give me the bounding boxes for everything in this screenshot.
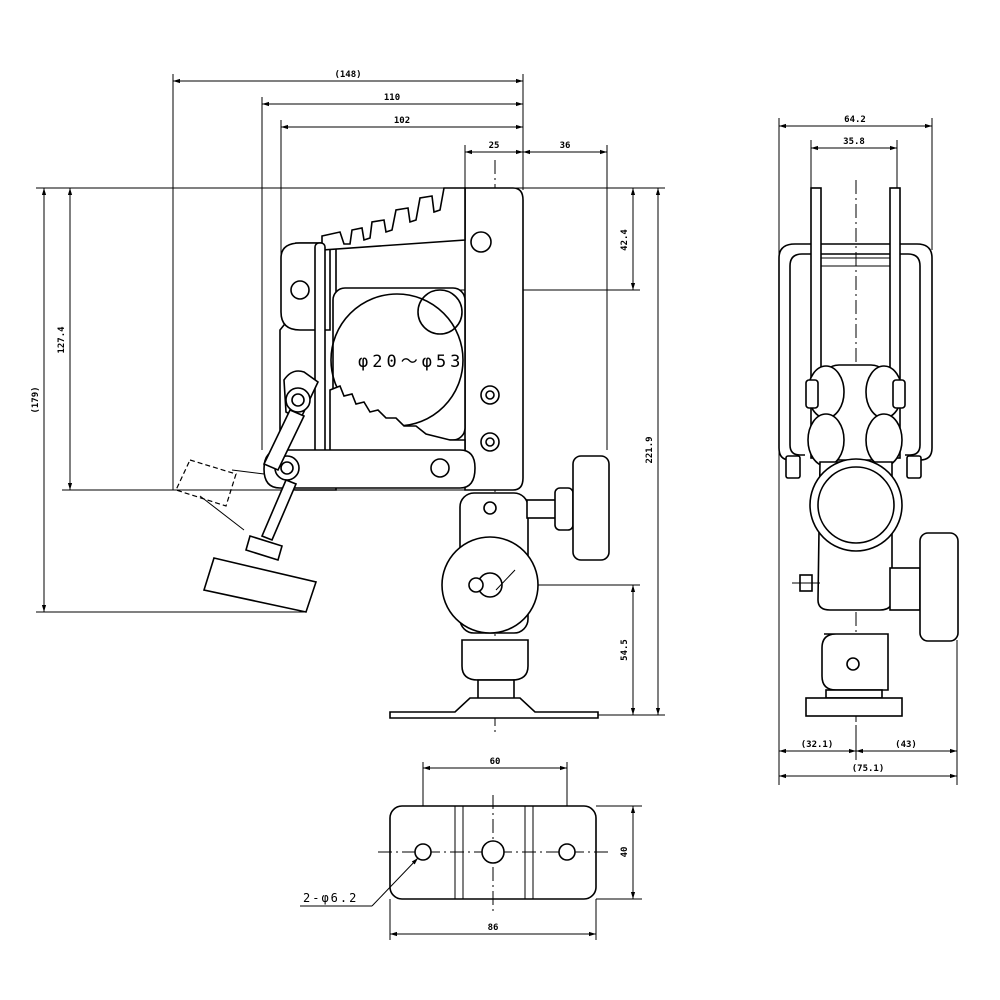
base-hole-right [558,843,576,861]
base-dimension-lines [390,765,636,937]
front-dimension-lines [41,78,661,715]
knob-alt-link [231,469,265,475]
dim-43: (43) [895,740,917,750]
side-dimension-lines [779,123,957,779]
bolt-hole-1-inner [485,390,495,400]
side-knob-hub [554,487,574,531]
back-plate-hole-top [470,231,492,253]
side-pipe-inner [817,466,895,544]
side-pin-left [805,379,819,409]
swivel-pin [468,577,484,593]
side-bail-outer [778,243,933,461]
base-foot-plate [389,697,599,719]
side-pin-right [892,379,906,409]
slot-bar [314,242,326,474]
lower-toothed-jaw [329,384,466,453]
upper-toothed-jaw [321,187,466,251]
swivel-top-screw [483,501,497,515]
dim-127: 127.4 [57,326,67,354]
dim-221: 221.9 [645,436,655,463]
lever-knob [202,557,318,613]
side-knob-shaft-2 [889,567,921,611]
knob-alt-edge [199,495,245,531]
knob-alt-position [175,459,237,507]
dim-width-102: 102 [394,116,410,126]
side-lower-screw [846,657,860,671]
bolt-hole-2-inner [485,437,495,447]
dim-overall-height: (179) [31,386,41,413]
side-knob-shaft [526,499,558,519]
side-roller-right-bottom [865,413,903,467]
bottom-bar-hole-left-inner [280,461,294,475]
swivel-lower-collar [461,639,529,681]
side-knob-2 [919,532,959,642]
dim-overall-width: (148) [334,70,361,80]
side-base-neck [825,689,883,699]
lever-pivot-hole-inner [291,393,305,407]
base-hole-left [414,843,432,861]
dim-64: 64.2 [844,115,866,125]
dim-width-110: 110 [384,93,400,103]
side-nut-left [785,455,801,479]
lever-knob-neck [245,534,283,562]
lever-screw [260,478,298,542]
dim-75: (75.1) [852,764,885,774]
dim-60: 60 [490,757,501,767]
clamp-back-plate [464,187,524,491]
dim-54: 54.5 [620,639,630,661]
side-bail-inner [789,253,921,456]
base-hole-center [481,840,505,864]
small-pipe-circle [417,289,463,335]
dim-36: 36 [560,141,571,151]
side-knob [572,455,610,561]
dim-40: 40 [620,847,630,858]
dim-86: 86 [488,923,499,933]
pipe-range-label: φ20～φ53 [358,352,464,372]
swivel-pin-line [495,569,516,591]
callout-leader [371,857,419,907]
base-neck [477,679,515,701]
base-plate-view: 60 40 86 2-φ6.2 [300,757,642,940]
hole-callout: 2-φ6.2 [303,891,358,905]
left-ear-hole [290,280,310,300]
side-base-plate [805,697,903,717]
front-view: (148) 110 102 25 36 (179) 127.4 42.4 221… [31,70,665,735]
side-nut-right [906,455,922,479]
side-view: 64.2 35.8 (32.1) (43) (75.1) [778,115,959,785]
lever-assembly [175,370,320,613]
side-roller-left-bottom [807,413,845,467]
bottom-bar-hole-right [430,458,450,478]
dim-25: 25 [489,141,500,151]
dim-35: 35.8 [843,137,865,147]
dim-42: 42.4 [620,229,630,251]
dim-32: (32.1) [801,740,834,750]
lever-link [262,408,306,472]
